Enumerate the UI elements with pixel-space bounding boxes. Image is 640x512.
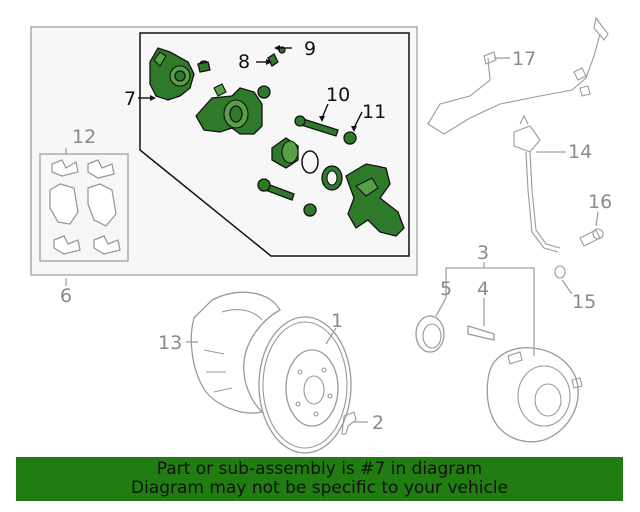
hub-bearing	[486, 347, 583, 443]
callout-labels: 7 8 9 10 11 12 6 17 14 16 15 3 5 4 13 1 …	[60, 38, 612, 434]
brake-disc	[258, 316, 352, 454]
callout-1: 1	[331, 310, 343, 332]
notice-line-2: Diagram may not be specific to your vehi…	[130, 478, 508, 498]
callout-11: 11	[362, 101, 386, 123]
brake-pads	[49, 159, 121, 255]
callout-13: 13	[158, 332, 182, 354]
caliper-bracket	[195, 83, 263, 135]
callout-3: 3	[477, 242, 489, 264]
callout-7: 7	[124, 88, 136, 110]
callout-4: 4	[477, 278, 489, 300]
callout-6: 6	[60, 285, 72, 307]
disc-screw	[341, 411, 357, 435]
wheel-stud	[467, 325, 495, 341]
caliper-carrier	[345, 163, 405, 237]
tone-ring	[415, 315, 445, 353]
caliper-housing	[149, 47, 195, 101]
callout-9: 9	[304, 38, 316, 60]
leader-lines	[65, 47, 599, 423]
callout-5: 5	[440, 278, 452, 300]
callout-10: 10	[326, 84, 350, 106]
hose-bolt	[579, 228, 604, 247]
brake-pad-box	[39, 153, 129, 262]
brake-hose	[513, 114, 561, 253]
notice-banner: Part or sub-assembly is #7 in diagram Di…	[16, 457, 623, 501]
piston	[271, 137, 299, 169]
callout-15: 15	[572, 291, 596, 313]
callout-arrows	[150, 45, 357, 132]
callout-12: 12	[72, 126, 96, 148]
callout-17: 17	[512, 48, 536, 70]
callout-2: 2	[372, 412, 384, 434]
caliper-subassembly-box	[139, 32, 410, 257]
callout-8: 8	[238, 51, 250, 73]
copper-washer	[554, 265, 566, 279]
seal-rings	[301, 150, 343, 191]
notice-line-1: Part or sub-assembly is #7 in diagram	[156, 459, 483, 479]
callout-14: 14	[568, 141, 592, 163]
dust-shield	[190, 291, 281, 414]
callout-16: 16	[588, 191, 612, 213]
abs-sensor-wire	[427, 16, 609, 135]
guide-pins	[257, 115, 339, 201]
